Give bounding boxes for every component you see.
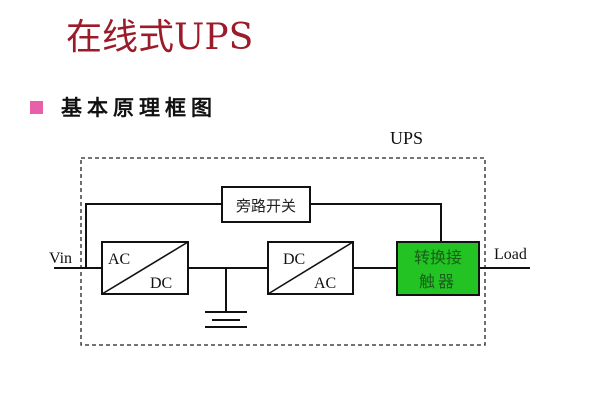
page-title: 在线式UPS <box>66 17 254 58</box>
ground-icon <box>205 268 247 328</box>
section-title: 基本原理框图 <box>61 96 217 120</box>
rectifier-top-label: AC <box>108 251 130 268</box>
bypass-line-right <box>310 203 442 242</box>
bullet-square-icon <box>30 100 43 114</box>
rectifier-diagonal <box>101 241 189 295</box>
bypass-line-left <box>85 203 222 268</box>
transfer-switch-label-line1: 转换接 <box>414 248 462 267</box>
inverter-diagonal <box>267 241 354 295</box>
vin-label: Vin <box>49 250 72 267</box>
bypass-switch-box <box>221 186 311 223</box>
rectifier-bottom-label: DC <box>150 275 172 292</box>
ups-boundary <box>80 157 486 346</box>
ups-boundary-label: UPS <box>390 128 423 148</box>
load-label: Load <box>494 246 527 263</box>
bypass-switch-label: 旁路开关 <box>236 197 296 215</box>
section-heading: 基本原理框图 <box>30 92 217 122</box>
transfer-switch-box <box>396 241 480 296</box>
inverter-bottom-label: AC <box>314 275 336 292</box>
inverter-top-label: DC <box>283 251 305 268</box>
transfer-switch-label-line2: 触器 <box>419 272 457 291</box>
